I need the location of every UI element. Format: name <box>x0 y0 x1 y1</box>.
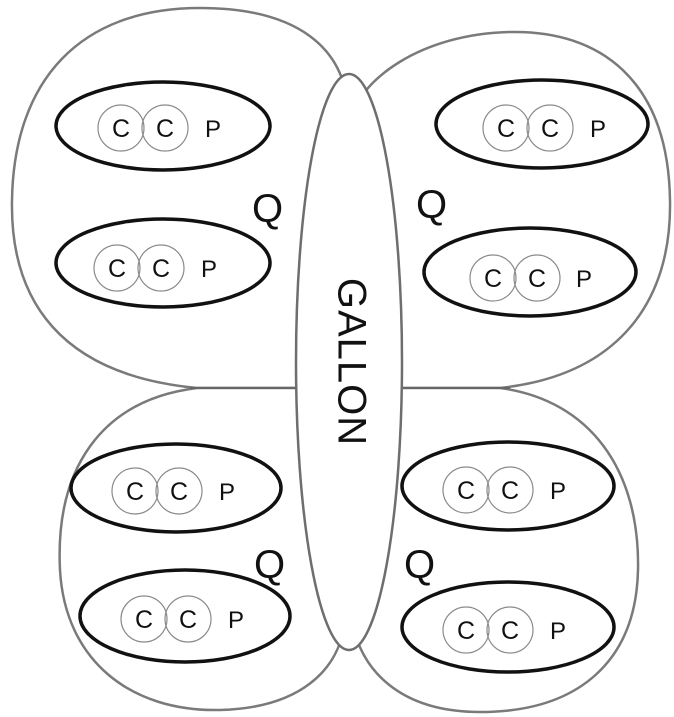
cup-label: C <box>497 115 515 143</box>
cup-label: C <box>135 606 153 634</box>
cup-label: C <box>457 617 475 645</box>
quart-label-bottom-left: Q <box>254 543 285 587</box>
cup-label: C <box>170 478 188 506</box>
cup-label: C <box>152 255 170 283</box>
pint-label: P <box>201 256 217 283</box>
cup-label: C <box>457 477 475 505</box>
cup-label: C <box>528 265 546 293</box>
cup-label: C <box>501 477 519 505</box>
quart-label-top-right: Q <box>416 183 447 227</box>
pint-label: P <box>590 116 606 143</box>
cup-label: C <box>112 115 130 143</box>
cup-label: C <box>156 115 174 143</box>
pint-label: P <box>550 618 566 645</box>
cup-label: C <box>126 478 144 506</box>
cup-label: C <box>179 606 197 634</box>
pint-label: P <box>576 266 592 293</box>
pint-label: P <box>205 116 221 143</box>
gallon-label: GALLON <box>329 278 373 446</box>
cup-label: C <box>108 255 126 283</box>
cup-label: C <box>484 265 502 293</box>
quart-label-top-left: Q <box>252 187 283 231</box>
quart-label-bottom-right: Q <box>404 543 435 587</box>
pint-label: P <box>550 478 566 505</box>
cup-label: C <box>501 617 519 645</box>
cup-label: C <box>541 115 559 143</box>
pint-label: P <box>219 479 235 506</box>
pint-label: P <box>228 607 244 634</box>
